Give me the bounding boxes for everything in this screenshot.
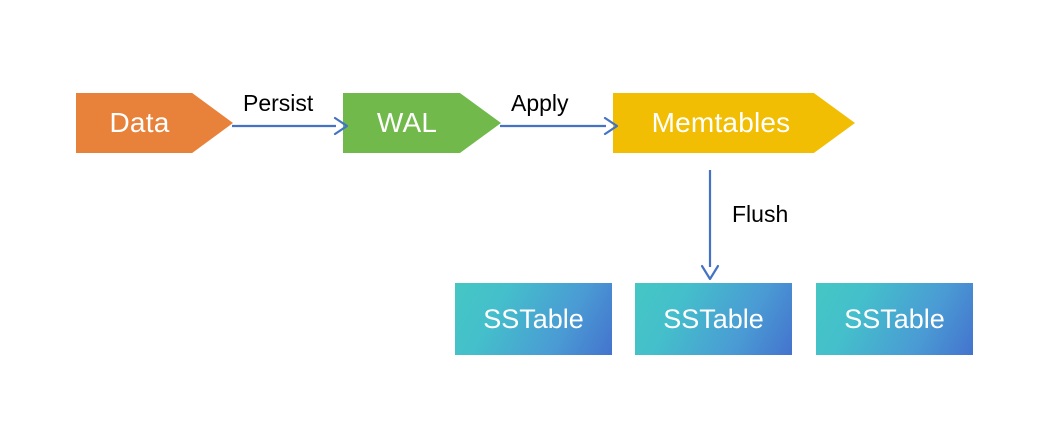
node-data-label: Data bbox=[109, 107, 170, 138]
edge-flush-arrow bbox=[700, 170, 720, 281]
node-memtables[interactable]: Memtables bbox=[613, 93, 855, 153]
node-wal-label: WAL bbox=[376, 107, 438, 138]
edge-label-flush: Flush bbox=[732, 201, 789, 227]
edge-label-persist: Persist bbox=[243, 90, 314, 116]
edge-apply-arrow bbox=[500, 116, 619, 136]
node-sstable-2[interactable]: SSTable bbox=[635, 283, 792, 355]
node-sstable-3[interactable]: SSTable bbox=[816, 283, 973, 355]
node-sstable-3-label: SSTable bbox=[844, 303, 945, 334]
node-memtables-label: Memtables bbox=[651, 107, 791, 138]
edge-persist-arrow bbox=[232, 116, 349, 136]
node-sstable-1[interactable]: SSTable bbox=[455, 283, 612, 355]
node-data[interactable]: Data bbox=[76, 93, 233, 153]
node-sstable-2-label: SSTable bbox=[663, 303, 764, 334]
edge-label-apply: Apply bbox=[511, 90, 569, 116]
node-wal[interactable]: WAL bbox=[343, 93, 501, 153]
node-sstable-1-label: SSTable bbox=[483, 303, 584, 334]
